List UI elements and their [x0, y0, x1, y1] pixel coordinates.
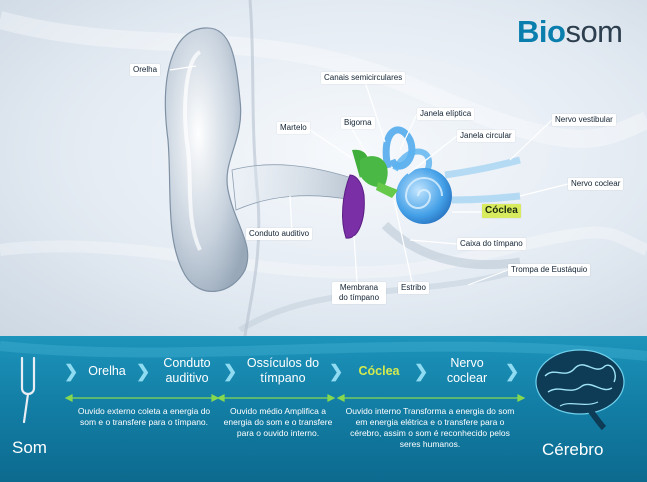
label-nervo-coclear: Nervo coclear [568, 178, 624, 190]
range-arrows [64, 394, 526, 402]
biosom-logo: Biosom [517, 14, 623, 50]
step-coclea: Cóclea [358, 364, 400, 378]
label-coclea: Cóclea [482, 204, 521, 218]
brain-icon [535, 349, 625, 431]
label-janela-eliptica: Janela elíptica [417, 108, 475, 120]
chevron-right-icon: ❯ [329, 362, 344, 381]
leader-lines [169, 65, 569, 286]
desc-ouvido-interno: Ouvido interno Transforma a energia do s… [345, 406, 515, 449]
step-ossiculos: Ossículos do tímpano [246, 356, 320, 385]
semicircular-canals [392, 148, 433, 177]
cochlea-spiral [404, 177, 443, 209]
sound-flow-band: Som Cérebro ❯ ❯ ❯ ❯ ❯ ❯ Orelha Conduto a… [0, 336, 647, 482]
ear-anatomy-graphic [0, 0, 647, 336]
logo-part-som: som [565, 14, 623, 49]
semicircular-canals [382, 126, 416, 170]
step-conduto-auditivo: Conduto auditivo [163, 356, 211, 385]
tuning-fork-icon [20, 356, 36, 424]
label-trompa-de-eustaquio: Trompa de Eustáquio [508, 264, 591, 276]
label-cerebro: Cérebro [542, 440, 604, 459]
band-highlight [0, 341, 647, 361]
label-canais-semicirculares: Canais semicirculares [321, 72, 406, 84]
ear-canal [231, 164, 353, 211]
label-som: Som [12, 438, 47, 457]
label-orelha: Orelha [130, 64, 161, 76]
stapes-shape [376, 182, 398, 198]
chevron-right-icon: ❯ [414, 362, 429, 381]
cochlea-shape [396, 168, 452, 224]
logo-part-bio: Bio [517, 14, 566, 49]
bg-streak [0, 226, 647, 279]
anatomy-illustration: Biosom Orelha Canais semicirculares Mart… [0, 0, 647, 336]
chevron-right-icon: ❯ [223, 362, 238, 381]
pinna-shape [164, 27, 249, 292]
chevron-right-icon: ❯ [136, 362, 151, 381]
desc-ouvido-medio: Ouvido médio Amplifica a energia do som … [223, 406, 333, 438]
label-caixa-do-timpano: Caixa do tímpano [457, 238, 526, 250]
label-estribo: Estribo [398, 282, 429, 294]
step-nervo-coclear: Nervo coclear [446, 356, 488, 385]
label-nervo-vestibular: Nervo vestibular [552, 114, 616, 126]
label-bigorna: Bigorna [341, 117, 375, 129]
chevron-right-icon: ❯ [505, 362, 520, 381]
cochlear-nerve-shape [451, 192, 521, 204]
chevron-right-icon: ❯ [64, 362, 79, 381]
band-graphics [0, 341, 647, 431]
label-martelo: Martelo [277, 122, 310, 134]
eardrum-shape [342, 174, 365, 239]
desc-ouvido-externo: Ouvido externo coleta a energia do som e… [77, 406, 211, 427]
label-conduto-auditivo: Conduto auditivo [246, 228, 313, 240]
incus-shape [360, 156, 388, 187]
pinna-inner [183, 50, 202, 251]
eustachian-tube [381, 221, 521, 270]
label-janela-circular: Janela circular [457, 130, 515, 142]
step-orelha: Orelha [88, 364, 126, 378]
label-membrana-do-timpano: Membrana do tímpano [332, 282, 386, 304]
vestibular-nerve-shape [444, 156, 521, 179]
